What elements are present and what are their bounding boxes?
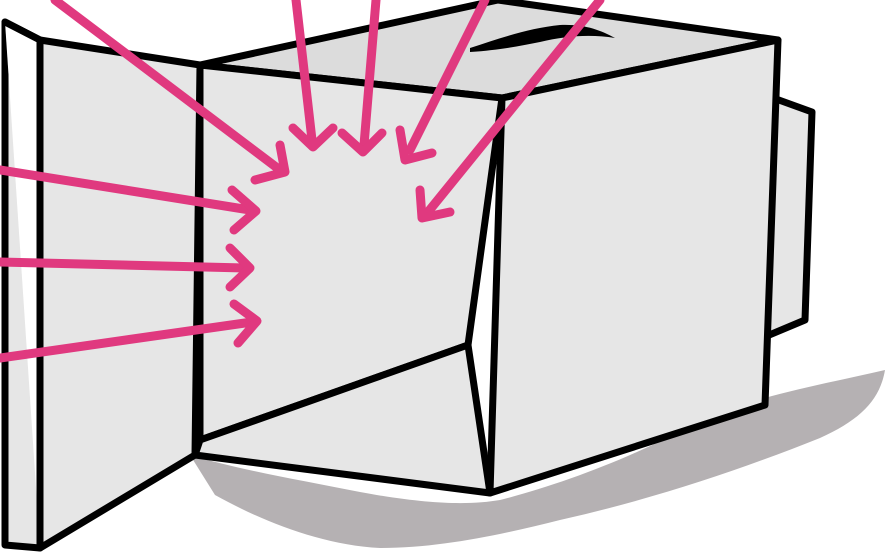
arrow — [0, 299, 262, 363]
arrow — [337, 0, 387, 157]
box-side-face — [486, 36, 782, 497]
door-flap-edge — [1, 18, 44, 552]
arrow — [395, 0, 490, 165]
ground-shadow — [190, 370, 885, 548]
arrow — [288, 0, 338, 152]
arrow — [50, 0, 290, 185]
arrow — [0, 165, 261, 235]
arrows — [0, 0, 605, 363]
arrow — [0, 243, 255, 292]
arrow — [415, 0, 605, 223]
